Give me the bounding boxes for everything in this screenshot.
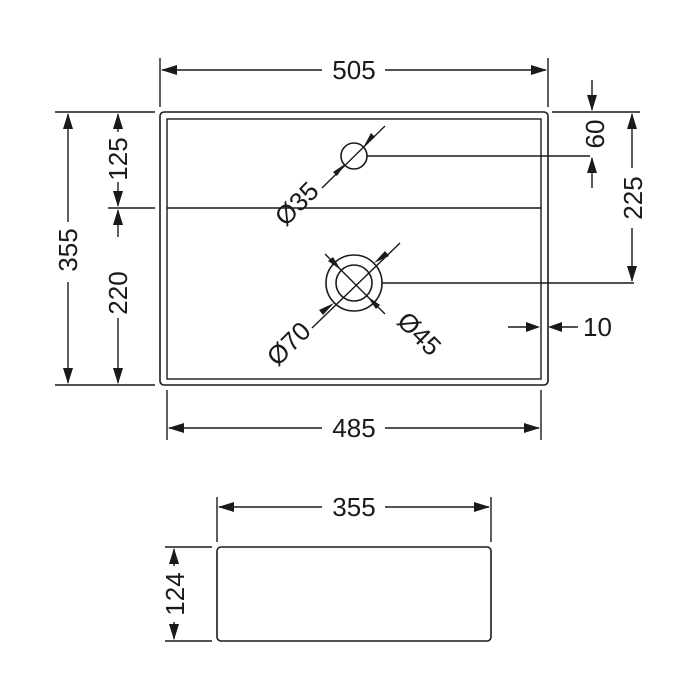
dim-485-arrow-right [524,423,540,433]
dim-10-arrow-right [548,322,562,332]
dim-220-arrow-bottom [113,368,123,384]
basin-side-outline [216,546,492,642]
tap-hole-diameter-leader [321,125,386,189]
dim-side-width: 355 [332,492,375,522]
dim-tap-hole-diameter: Ø35 [269,176,325,232]
dim-waste-offset: 220 [103,271,133,314]
dim-rim-thickness: 10 [583,312,612,342]
dim-waste-outer-diameter: Ø70 [261,316,317,372]
dim-485-arrow-left [168,423,184,433]
dim-355-arrow-bottom [63,368,73,384]
plan-view: 505 485 355 125 220 [53,55,648,443]
dim-overall-depth: 355 [53,228,83,271]
waste-arrow-a2 [367,296,380,309]
dim-505-arrow-left [161,65,177,75]
tap-hole-arrow-top [363,133,375,148]
waste-inner [335,264,373,302]
dim-125-arrow-top [113,113,123,129]
basin-inner-outline [166,118,542,380]
dim-220-arrow-top [113,209,123,225]
dim-225-arrow-top [627,113,637,129]
dim-side-355-arrow-right [474,502,490,512]
dim-side-height: 124 [160,572,190,615]
waste-arrow-b2 [319,303,334,315]
dim-inner-width: 485 [332,413,375,443]
dim-side-124-arrow-top [169,548,179,564]
tap-hole-arrow-bottom [333,164,345,176]
dim-waste-inner-diameter: Ø45 [391,306,447,362]
dim-125-arrow-bottom [113,191,123,207]
dim-side-124-arrow-bottom [169,624,179,640]
dim-225-arrow-bottom [627,266,637,282]
dim-60-arrow-top [587,95,597,111]
side-view: 355 124 [160,492,492,642]
waste-arrow-b1 [374,251,389,263]
dim-overall-width: 505 [332,55,375,85]
dim-tap-hole-offset: 125 [103,137,133,180]
dim-355-arrow-top [63,113,73,129]
waste-arrow-a1 [328,257,341,270]
basin-outer-outline [159,111,549,386]
dim-side-355-arrow-left [218,502,234,512]
dim-tap-hole-from-back: 60 [580,120,610,149]
dim-10-arrow-left [526,322,540,332]
dim-waste-from-back: 225 [618,176,648,219]
dim-60-arrow-bottom [587,157,597,173]
dim-505-arrow-right [531,65,547,75]
